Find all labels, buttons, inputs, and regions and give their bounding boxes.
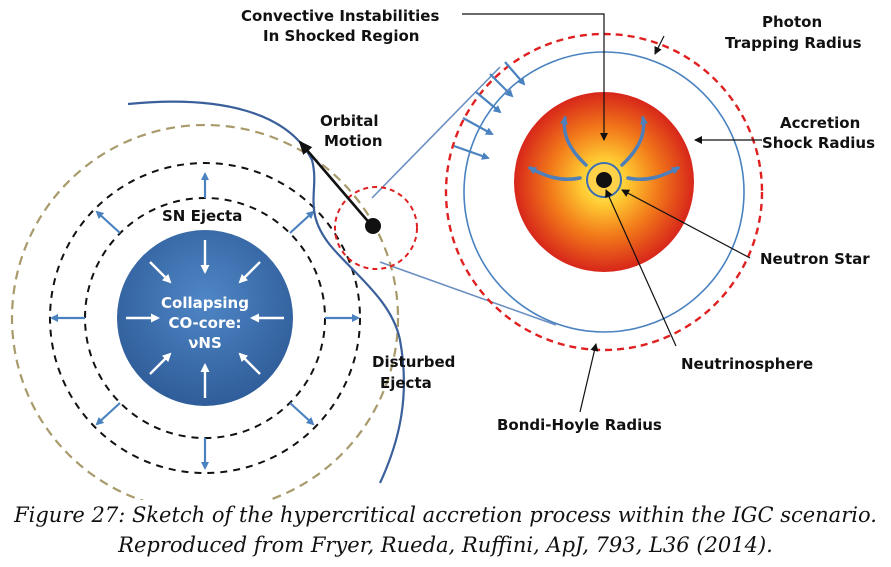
companion-bondi-circle-small xyxy=(334,186,418,270)
label-orbital-2: Motion xyxy=(324,132,383,150)
shock-arrows xyxy=(453,61,526,160)
label-photon-2: Trapping Radius xyxy=(725,34,862,52)
convection-arrows xyxy=(528,116,680,181)
label-photon-1: Photon xyxy=(762,13,822,31)
label-core-1: Collapsing xyxy=(161,294,249,312)
label-convective-1: Convective Instabilities xyxy=(241,7,439,25)
figure-caption-line-2: Reproduced from Fryer, Rueda, Ruffini, A… xyxy=(118,533,773,557)
label-sn-ejecta: SN Ejecta xyxy=(162,207,242,225)
companion-star-small xyxy=(365,218,381,234)
label-neutrinosphere: Neutrinosphere xyxy=(681,355,813,373)
label-core-3: νNS xyxy=(188,334,222,352)
label-bondi-hoyle: Bondi-Hoyle Radius xyxy=(497,416,662,434)
orbital-motion-arrow xyxy=(298,140,373,227)
neutron-star-dot xyxy=(596,172,612,188)
zoom-line-top xyxy=(371,66,501,199)
label-disturbed-2: Ejecta xyxy=(380,374,432,392)
label-disturbed-1: Disturbed xyxy=(372,353,455,371)
zoom-line-bottom xyxy=(379,261,557,326)
label-neutron-star: Neutron Star xyxy=(760,250,870,268)
label-accretion-2: Shock Radius xyxy=(762,134,875,152)
leader-lines xyxy=(462,13,762,413)
core-collapse-arrows xyxy=(126,240,284,398)
ejecta-arrows xyxy=(50,172,360,470)
disturbed-ejecta-curve xyxy=(127,100,405,484)
label-accretion-1: Accretion xyxy=(780,114,860,132)
figure-caption-line-1: Figure 27: Sketch of the hypercritical a… xyxy=(14,503,877,527)
accretion-diagram: Convective Instabilities In Shocked Regi… xyxy=(10,7,875,500)
label-orbital-1: Orbital xyxy=(320,112,378,130)
label-core-2: CO-core: xyxy=(168,314,241,332)
outer-ejecta-ring xyxy=(10,123,400,500)
label-convective-2: In Shocked Region xyxy=(263,27,419,45)
